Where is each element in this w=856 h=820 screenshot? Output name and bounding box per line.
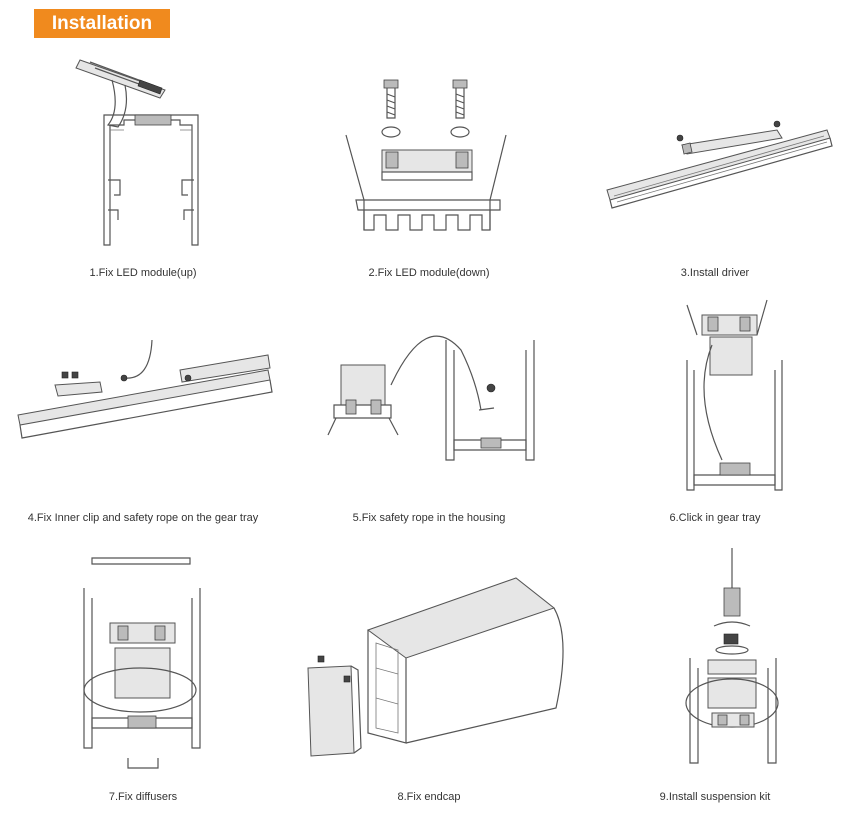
safety-rope xyxy=(703,344,723,461)
gear-tray-assembly xyxy=(327,364,399,436)
step-6-caption: 6.Click in gear tray xyxy=(669,512,761,524)
step-3-illustration xyxy=(606,120,833,209)
step-8-illustration xyxy=(307,577,564,757)
step-4-fix-inner-clip-and-safety-rope: 4.Fix Inner clip and safety rope on the … xyxy=(0,300,286,540)
top-diffuser xyxy=(91,557,191,565)
gear-tray xyxy=(17,354,273,439)
step-7-illustration xyxy=(83,557,201,769)
step-1-illustration xyxy=(75,59,199,246)
driver-box xyxy=(676,120,783,155)
step-9-install-suspension-kit: 9.Install suspension kit xyxy=(572,548,856,810)
housing-profile xyxy=(686,360,783,491)
section-title-banner: Installation xyxy=(34,9,170,38)
housing-profile xyxy=(83,588,201,749)
step-5-caption: 5.Fix safety rope in the housing xyxy=(352,512,506,524)
housing-profile xyxy=(685,658,779,764)
step-4-illustration xyxy=(17,339,273,439)
step-2-caption: 2.Fix LED module(down) xyxy=(368,267,490,279)
gear-tray-rail xyxy=(606,129,833,209)
step-3-install-driver: 3.Install driver xyxy=(572,50,856,290)
endcap xyxy=(307,655,362,757)
heatsink-profile xyxy=(345,134,507,231)
safety-rope xyxy=(390,335,496,411)
housing-profile xyxy=(103,114,199,246)
step-5-fix-safety-rope-in-housing: 5.Fix safety rope in the housing xyxy=(286,300,572,540)
step-7-caption: 7.Fix diffusers xyxy=(108,791,178,803)
step-1-caption: 1.Fix LED module(up) xyxy=(89,267,197,279)
inner-clip xyxy=(54,371,103,397)
step-6-illustration xyxy=(686,299,783,491)
step-9-caption: 9.Install suspension kit xyxy=(659,791,771,803)
step-2-fix-led-module-down: 2.Fix LED module(down) xyxy=(286,50,572,290)
step-9-illustration xyxy=(685,548,779,764)
led-module-strip xyxy=(75,59,166,128)
step-4-caption: 4.Fix Inner clip and safety rope on the … xyxy=(27,512,259,524)
step-1-fix-led-module-up: 1.Fix LED module(up) xyxy=(0,50,286,290)
step-7-fix-diffusers: 7.Fix diffusers xyxy=(0,548,286,810)
housing-profile xyxy=(445,340,535,461)
step-6-click-in-gear-tray: 6.Click in gear tray xyxy=(572,295,856,540)
bottom-diffuser xyxy=(127,758,159,769)
suspension-kit xyxy=(713,548,751,655)
step-8-fix-endcap: 8.Fix endcap xyxy=(286,548,572,810)
screws xyxy=(381,79,470,138)
profile-housing xyxy=(366,577,564,744)
step-2-illustration xyxy=(345,79,507,231)
gear-tray-assembly xyxy=(686,299,768,376)
step-8-caption: 8.Fix endcap xyxy=(397,791,461,803)
step-5-illustration xyxy=(327,335,535,461)
step-3-caption: 3.Install driver xyxy=(680,267,750,279)
led-module-holder xyxy=(381,149,473,181)
safety-rope xyxy=(120,339,153,382)
